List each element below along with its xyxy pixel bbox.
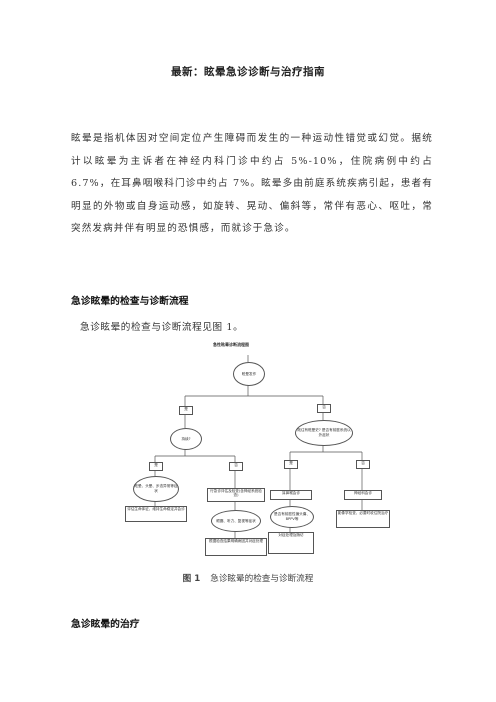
figure-caption: 图 1 急诊眩晕的检查与诊断流程 (0, 572, 496, 584)
flow-rr-box2: 影像学检查，必要时收住院治疗 (336, 510, 390, 528)
flow-lr-box2: 根据检查结果明确病因并对症处理 (205, 538, 267, 556)
intro-paragraph: 眩晕是指机体因对空间定位产生障碍而发生的一种运动性错觉或幻觉。据统计以眩晕为主诉… (71, 133, 433, 234)
flow-ll-box: 评估生命体征，维持生命稳定并会诊 (125, 506, 187, 522)
document-title: 最新：眩晕急诊诊断与治疗指南 (171, 66, 325, 78)
flow-ll-no-label: 否 (229, 462, 243, 471)
figure-reference-text: 急诊眩晕的检查与诊断流程见图 1。 (80, 322, 244, 333)
flow-rl-oval: 是否有前庭性偏头痛、BPPV等 (270, 506, 314, 528)
flowchart-title: 急性眩晕诊断流程图 (213, 342, 249, 347)
flow-left-question: 持续? (170, 428, 202, 450)
flow-lr-box: 行急诊评估及检查(含神经系统检查) (207, 488, 265, 502)
flow-ll-yes-label: 是 (149, 462, 163, 471)
flow-rl-box: 耳鼻喉会诊 (270, 490, 312, 500)
flow-rl-box2: 对症处理及随访 (268, 532, 314, 554)
flow-rr-box: 神经科会诊 (344, 490, 382, 500)
flow-no-label: 否 (317, 404, 331, 413)
figure-caption-text: 急诊眩晕的检查与诊断流程 (210, 574, 314, 584)
flow-root-node: 眩晕发作 (233, 362, 265, 386)
flow-right-question: 既往有眩晕史? 是否有前庭系统以外症状 (295, 420, 353, 446)
flow-yes-label: 是 (179, 406, 193, 415)
section-heading-diagnosis: 急诊眩晕的检查与诊断流程 (71, 296, 189, 307)
flow-ll-oval: 眩晕、头晕、步态异常等症状 (133, 476, 179, 502)
flowchart-figure: 急性眩晕诊断流程图 眩晕发作 是 否 持续? 既往有眩晕史? 是否有前庭系统以外… (100, 340, 400, 566)
flow-rl-no-label: 否 (356, 460, 370, 469)
flow-lr-oval: 眼震、听力、复视等症状 (211, 510, 261, 532)
section-heading-treatment: 急诊眩晕的治疗 (71, 619, 140, 630)
flow-rl-yes-label: 是 (284, 460, 298, 469)
figure-number: 图 1 (182, 574, 201, 584)
